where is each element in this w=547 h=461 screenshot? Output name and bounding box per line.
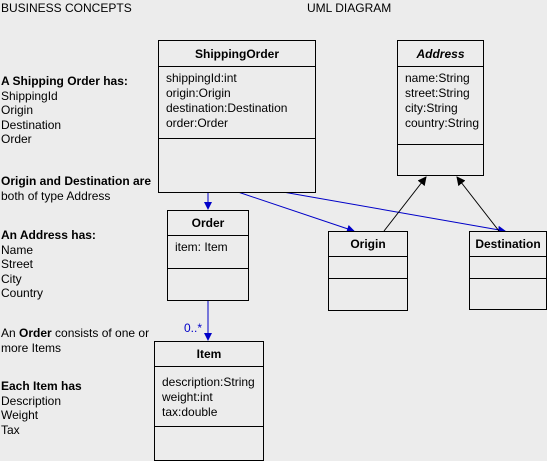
concept-item: ShippingId	[1, 88, 58, 103]
concept-subtitle: both of type Address	[1, 188, 111, 203]
class-header: Item	[155, 342, 263, 367]
uml-diagram-header: UML DIAGRAM	[307, 1, 392, 15]
concept-shipping-order: A Shipping Order has: ShippingId Origin …	[1, 74, 128, 147]
class-header: Order	[168, 211, 248, 236]
class-shipping-order[interactable]: ShippingOrder shippingId:int origin:Orig…	[158, 40, 316, 193]
class-attribute: item: Item	[175, 240, 228, 254]
concept-item: Tax	[1, 422, 20, 437]
class-attribute: order:Order	[166, 116, 229, 130]
class-attributes: shippingId:int origin:Origin destination…	[159, 67, 315, 139]
business-concepts-header: BUSINESS CONCEPTS	[1, 1, 132, 15]
concept-origin-destination: Origin and Destination are both of type …	[1, 174, 151, 203]
concept-order-post: consists of one or	[51, 326, 150, 340]
concept-title: Origin and Destination are	[1, 174, 152, 188]
class-header: Destination	[470, 232, 546, 257]
concept-title: An Address has:	[1, 228, 96, 242]
class-name: Address	[416, 47, 465, 61]
class-attributes	[329, 257, 407, 279]
class-attributes: name:String street:String city:String co…	[398, 67, 483, 145]
class-attributes	[470, 257, 546, 279]
class-attributes: item: Item	[168, 236, 248, 269]
class-address[interactable]: Address name:String street:String city:S…	[397, 40, 484, 176]
concept-order-pre: An	[1, 326, 20, 340]
class-name: Origin	[350, 237, 386, 251]
class-name: Item	[196, 347, 222, 361]
generalization-destination-line	[456, 176, 500, 232]
class-attribute: origin:Origin	[166, 86, 231, 100]
class-attribute: weight:int	[162, 390, 213, 404]
class-attribute: destination:Destination	[166, 101, 288, 115]
class-destination[interactable]: Destination	[469, 231, 547, 310]
class-header: Origin	[329, 232, 407, 257]
class-order[interactable]: Order item: Item	[167, 210, 249, 301]
class-header: ShippingOrder	[159, 41, 315, 67]
concept-item: Street	[1, 257, 34, 271]
class-origin[interactable]: Origin	[328, 231, 408, 311]
concept-item: Weight	[1, 408, 39, 422]
generalization-origin-line	[383, 176, 427, 232]
concept-item: City	[1, 271, 22, 286]
association-origin-line	[237, 191, 355, 233]
concept-item: Destination	[1, 117, 62, 132]
class-attributes: description:String weight:int tax:double	[155, 367, 263, 427]
class-attribute: city:String	[405, 101, 458, 115]
class-attribute: country:String	[405, 116, 480, 130]
class-attribute: street:String	[405, 86, 470, 100]
concept-item: Country	[1, 286, 44, 300]
concept-item: Description	[1, 393, 62, 408]
class-header: Address	[398, 41, 483, 67]
concept-order: An Order consists of one or more Items	[1, 326, 149, 355]
class-attribute: tax:double	[162, 405, 218, 419]
concept-order-line1: An Order consists of one or	[1, 326, 149, 341]
concept-item: Order	[1, 132, 32, 146]
concept-item: Name	[1, 242, 34, 257]
class-attribute: name:String	[405, 71, 470, 85]
multiplicity-label: 0..*	[184, 321, 203, 335]
class-attribute: description:String	[162, 375, 255, 389]
concept-item: Each Item has Description Weight Tax	[1, 379, 82, 437]
class-attribute: shippingId:int	[166, 71, 237, 85]
association-destination-line	[282, 191, 506, 234]
concept-title: A Shipping Order has:	[1, 74, 128, 88]
class-name: Destination	[475, 237, 541, 251]
concept-order-bold: Order	[19, 326, 52, 340]
class-item[interactable]: Item description:String weight:int tax:d…	[154, 341, 264, 461]
class-name: Order	[191, 216, 225, 230]
concept-title: Each Item has	[1, 379, 82, 393]
concept-order-line2: more Items	[1, 340, 62, 355]
concept-item: Origin	[1, 103, 34, 117]
class-name: ShippingOrder	[195, 47, 279, 61]
concept-address: An Address has: Name Street City Country	[1, 228, 96, 301]
